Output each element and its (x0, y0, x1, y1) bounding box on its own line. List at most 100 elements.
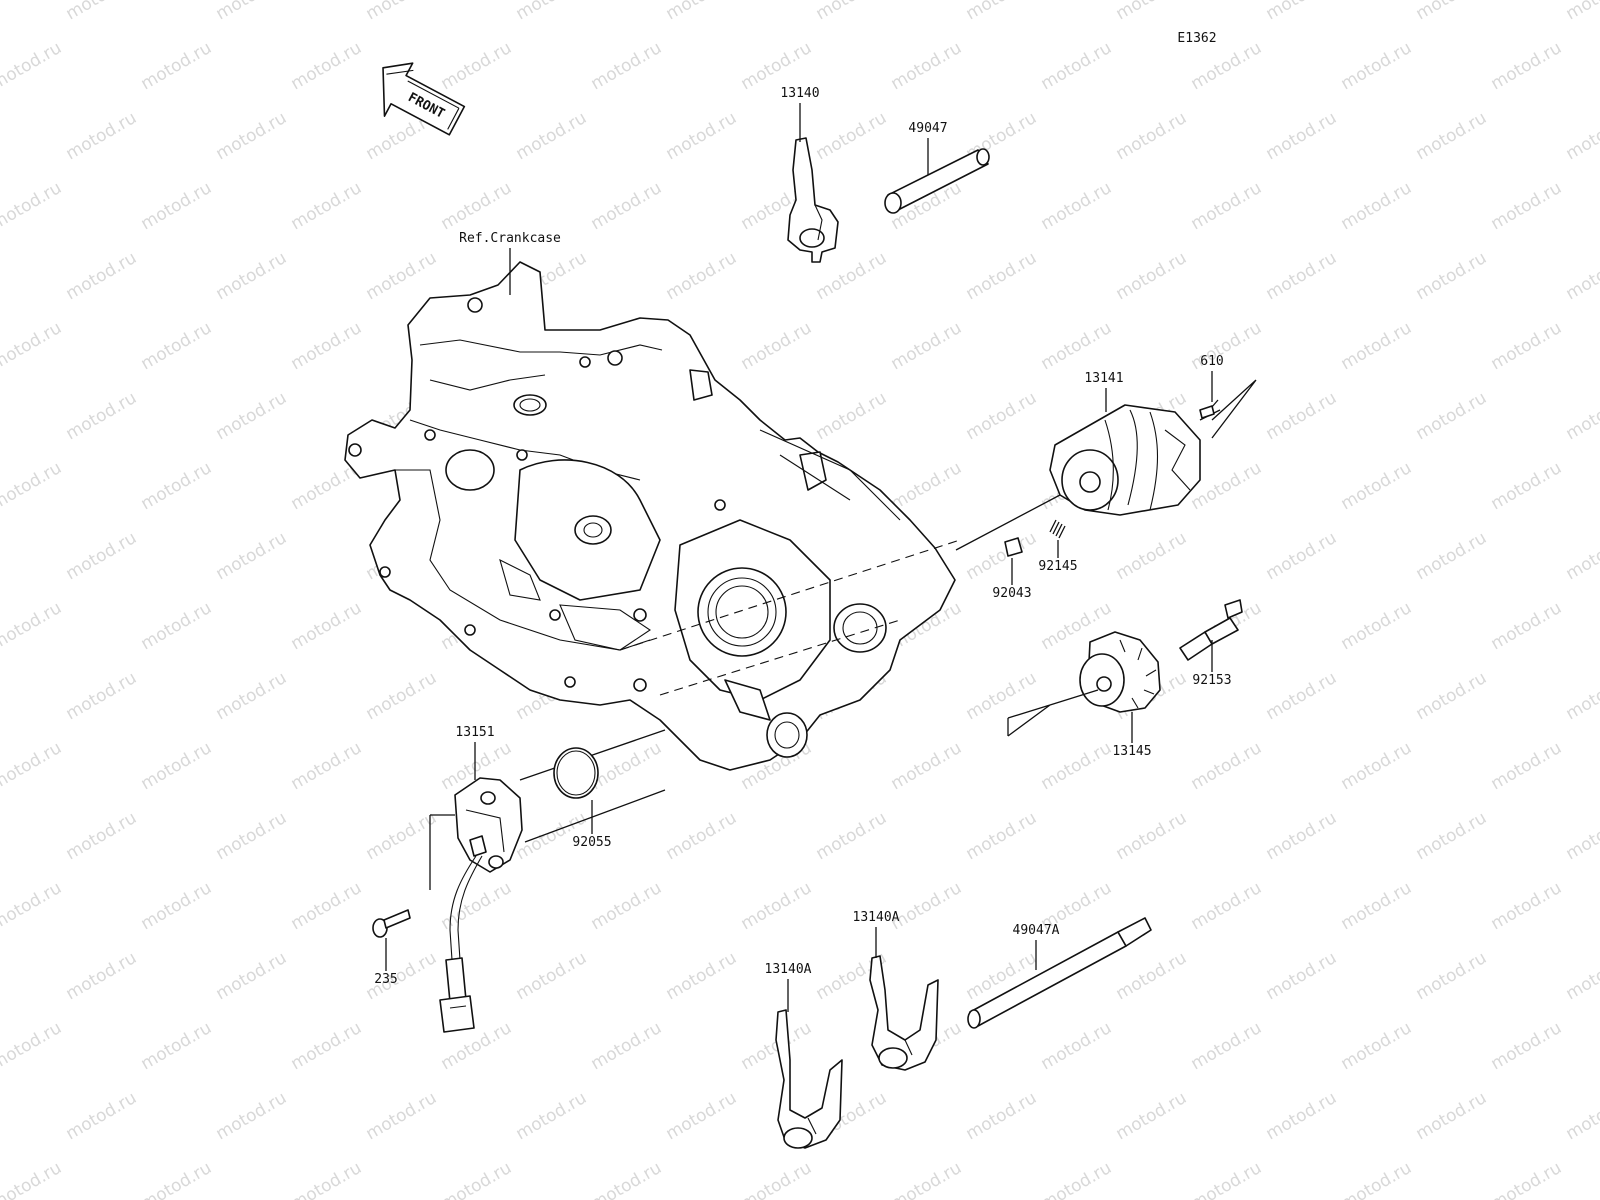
watermark-text: motod.ru (1263, 388, 1341, 444)
watermark-text: motod.ru (738, 878, 816, 934)
watermark-text: motod.ru (0, 458, 65, 514)
watermark-text: motod.ru (1038, 1158, 1116, 1200)
watermark-text: motod.ru (1563, 1088, 1600, 1144)
watermark-text: motod.ru (288, 38, 366, 94)
watermark-text: motod.ru (288, 178, 366, 234)
watermark-text: motod.ru (1488, 458, 1566, 514)
watermark-text: motod.ru (1488, 878, 1566, 934)
watermark-text: motod.ru (213, 248, 291, 304)
watermark-text: motod.ru (1113, 0, 1191, 24)
label-92145: 92145 (1038, 559, 1077, 574)
watermark-text: motod.ru (363, 668, 441, 724)
watermark-text: motod.ru (63, 948, 141, 1004)
watermark-text: motod.ru (1263, 0, 1341, 24)
watermark-text: motod.ru (1113, 948, 1191, 1004)
watermark-text: motod.ru (1188, 878, 1266, 934)
watermark-text: motod.ru (138, 1158, 216, 1200)
watermark-text: motod.ru (1488, 318, 1566, 374)
watermark-text: motod.ru (1563, 808, 1600, 864)
watermark-text: motod.ru (1563, 248, 1600, 304)
watermark-text: motod.ru (1188, 318, 1266, 374)
shift-fork-13140A-right-illustration (869, 955, 939, 1071)
watermark-text: motod.ru (213, 1088, 291, 1144)
watermark-text: motod.ru (1188, 738, 1266, 794)
bolt-92153-illustration (1179, 599, 1243, 661)
watermark-text: motod.ru (1263, 1088, 1341, 1144)
watermark-text: motod.ru (813, 388, 891, 444)
watermark-text: motod.ru (963, 248, 1041, 304)
watermark-text: motod.ru (1338, 318, 1416, 374)
label-13140A-left: 13140A (765, 962, 812, 977)
spring-92145-illustration (1049, 519, 1066, 539)
label-92043: 92043 (992, 586, 1031, 601)
watermark-text: motod.ru (363, 1088, 441, 1144)
watermark-text: motod.ru (1188, 178, 1266, 234)
watermark-text: motod.ru (438, 878, 516, 934)
watermark-text: motod.ru (363, 808, 441, 864)
watermark-text: motod.ru (1563, 108, 1600, 164)
watermark-text: motod.ru (813, 248, 891, 304)
watermark-text: motod.ru (1338, 598, 1416, 654)
watermark-text: motod.ru (963, 528, 1041, 584)
watermark-text: motod.ru (1113, 528, 1191, 584)
watermark-text: motod.ru (1113, 808, 1191, 864)
watermark-text: motod.ru (1038, 318, 1116, 374)
watermark-text: motod.ru (1263, 248, 1341, 304)
watermark-text: motod.ru (0, 318, 65, 374)
watermark-text: motod.ru (963, 388, 1041, 444)
crankcase-illustration (344, 261, 961, 771)
watermark-text: motod.ru (1113, 108, 1191, 164)
watermark-text: motod.ru (213, 528, 291, 584)
watermark-text: motod.ru (288, 598, 366, 654)
label-ref-crankcase: Ref.Crankcase (459, 231, 561, 246)
watermark-text: motod.ru (513, 948, 591, 1004)
watermark-text: motod.ru (513, 0, 591, 24)
pin-92043-illustration (1004, 537, 1023, 557)
watermark-text: motod.ru (1488, 178, 1566, 234)
watermark-text: motod.ru (138, 878, 216, 934)
watermark-text: motod.ru (1038, 738, 1116, 794)
watermark-text: motod.ru (63, 808, 141, 864)
watermark-text: motod.ru (213, 0, 291, 24)
watermark-text: motod.ru (738, 318, 816, 374)
watermark-text: motod.ru (138, 178, 216, 234)
watermark-text: motod.ru (1488, 1158, 1566, 1200)
label-235: 235 (374, 972, 397, 987)
watermark-text: motod.ru (0, 1158, 65, 1200)
watermark-text: motod.ru (1338, 738, 1416, 794)
shift-cam-13145-illustration (1079, 631, 1161, 713)
watermark-text: motod.ru (663, 248, 741, 304)
watermark-text: motod.ru (588, 878, 666, 934)
watermark-text: motod.ru (213, 668, 291, 724)
bracket-13151 (429, 814, 455, 890)
watermark-text: motod.ru (1413, 248, 1491, 304)
label-49047: 49047 (908, 121, 947, 136)
watermark-text: motod.ru (888, 738, 966, 794)
watermark-text: motod.ru (1263, 528, 1341, 584)
watermark-text: motod.ru (1338, 878, 1416, 934)
watermark-text: motod.ru (138, 738, 216, 794)
watermark-text: motod.ru (1488, 738, 1566, 794)
watermark-text: motod.ru (888, 878, 966, 934)
watermark-text: motod.ru (288, 1018, 366, 1074)
watermark-text: motod.ru (63, 528, 141, 584)
watermark-text: motod.ru (663, 808, 741, 864)
watermark-text: motod.ru (663, 948, 741, 1004)
label-92055: 92055 (572, 835, 611, 850)
watermark-text: motod.ru (963, 0, 1041, 24)
watermark-text: motod.ru (813, 108, 891, 164)
shift-fork-13140A-left-illustration (775, 1009, 843, 1149)
watermark-text: motod.ru (963, 808, 1041, 864)
label-92153: 92153 (1192, 673, 1231, 688)
watermark-text: motod.ru (1338, 38, 1416, 94)
watermark-text: motod.ru (1113, 1088, 1191, 1144)
watermark-text: motod.ru (0, 38, 65, 94)
watermark-text: motod.ru (1488, 598, 1566, 654)
watermark-text: motod.ru (138, 38, 216, 94)
watermark-text: motod.ru (438, 38, 516, 94)
watermark-text: motod.ru (888, 1158, 966, 1200)
watermark-text: motod.ru (888, 458, 966, 514)
bolt-235-illustration (372, 909, 411, 938)
